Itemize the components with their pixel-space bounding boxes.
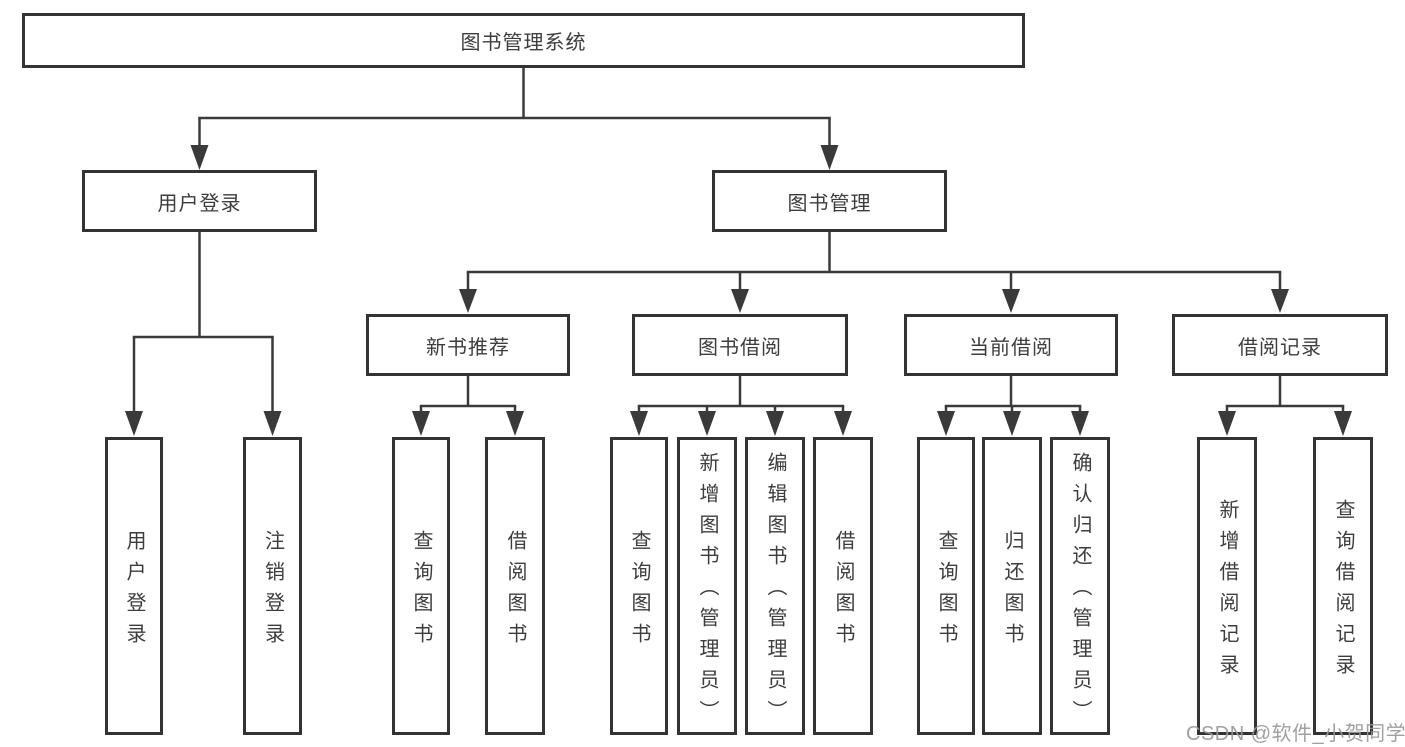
node-leaf-return-book-label: 归还图书 xyxy=(1001,529,1023,654)
node-leaf-add-book-admin: 新增图书（管理员） xyxy=(677,437,737,735)
node-leaf-query-book-2-label: 查询图书 xyxy=(628,529,650,654)
node-leaf-borrow-book-1-label: 借阅图书 xyxy=(504,529,526,654)
node-book-borrow: 图书借阅 xyxy=(632,314,848,376)
node-current-borrow-label: 当前借阅 xyxy=(969,336,1053,359)
node-root: 图书管理系统 xyxy=(22,13,1025,68)
node-leaf-add-book-admin-label: 新增图书（管理员） xyxy=(696,452,718,731)
node-leaf-borrow-book-2: 借阅图书 xyxy=(813,437,873,735)
node-leaf-borrow-book-2-label: 借阅图书 xyxy=(832,529,854,654)
node-leaf-return-book: 归还图书 xyxy=(982,437,1042,735)
node-leaf-user-login-label: 用户登录 xyxy=(123,529,145,654)
node-leaf-logout: 注销登录 xyxy=(243,437,302,735)
node-current-borrow: 当前借阅 xyxy=(904,314,1118,376)
node-leaf-query-book-1-label: 查询图书 xyxy=(410,529,432,654)
node-leaf-edit-book-admin: 编辑图书（管理员） xyxy=(745,437,805,735)
node-leaf-confirm-return-admin-label: 确认归还（管理员） xyxy=(1069,452,1091,731)
node-leaf-confirm-return-admin: 确认归还（管理员） xyxy=(1050,437,1110,735)
node-leaf-user-login: 用户登录 xyxy=(105,437,163,735)
node-leaf-query-borrow-record-label: 查询借阅记录 xyxy=(1332,498,1354,685)
node-new-book-recommend-label: 新书推荐 xyxy=(426,336,510,359)
node-leaf-logout-label: 注销登录 xyxy=(261,529,284,654)
node-borrow-records-label: 借阅记录 xyxy=(1238,336,1322,359)
node-book-borrow-label: 图书借阅 xyxy=(698,336,782,359)
node-user-login: 用户登录 xyxy=(82,170,317,232)
node-leaf-query-borrow-record: 查询借阅记录 xyxy=(1313,437,1373,735)
node-leaf-query-book-3: 查询图书 xyxy=(917,437,975,735)
node-new-book-recommend: 新书推荐 xyxy=(366,314,570,376)
node-leaf-edit-book-admin-label: 编辑图书（管理员） xyxy=(764,452,786,731)
node-leaf-query-book-2: 查询图书 xyxy=(610,437,668,735)
csdn-watermark: CSDN @软件_小贺同学 xyxy=(1186,723,1405,745)
node-leaf-add-borrow-record-label: 新增借阅记录 xyxy=(1216,498,1238,685)
node-leaf-query-book-1: 查询图书 xyxy=(392,437,450,735)
node-leaf-query-book-3-label: 查询图书 xyxy=(935,529,957,654)
node-user-login-label: 用户登录 xyxy=(157,192,242,215)
node-book-management: 图书管理 xyxy=(712,170,947,232)
node-leaf-borrow-book-1: 借阅图书 xyxy=(485,437,545,735)
node-leaf-add-borrow-record: 新增借阅记录 xyxy=(1197,437,1257,735)
node-root-label: 图书管理系统 xyxy=(460,32,587,54)
node-book-management-label: 图书管理 xyxy=(787,192,872,215)
node-borrow-records: 借阅记录 xyxy=(1172,314,1388,376)
